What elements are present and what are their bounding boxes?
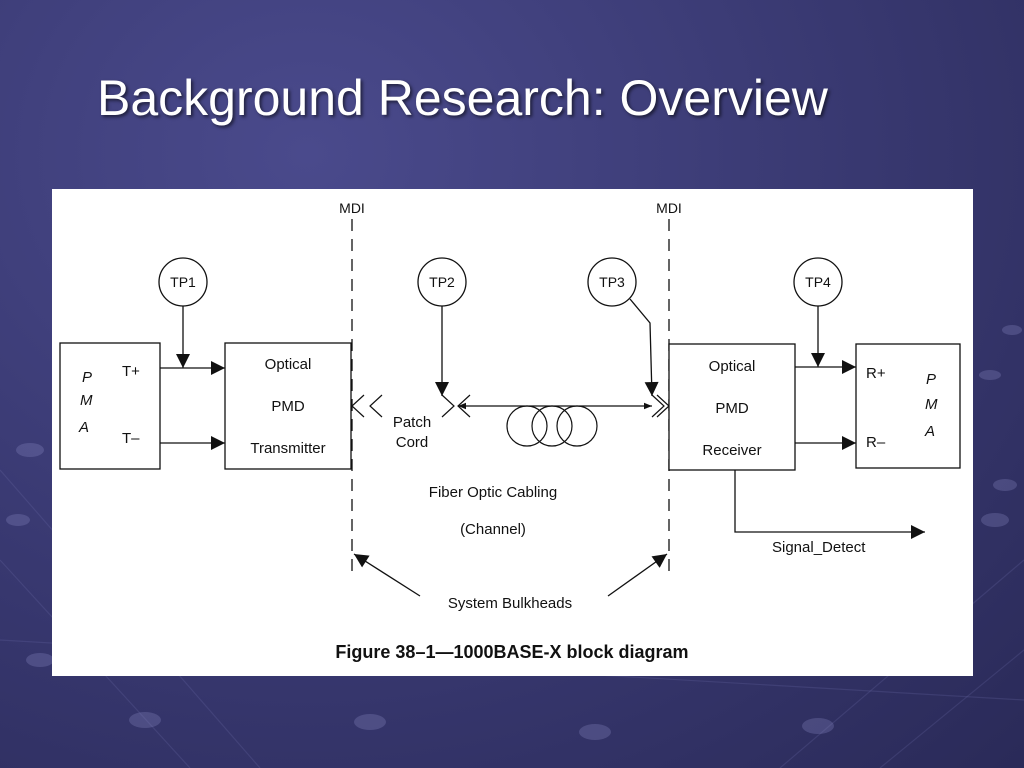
mdi-right-label: MDI [656,200,682,216]
signal-detect-label: Signal_Detect [772,539,866,556]
fiber-coil-2 [531,405,573,447]
transmitter-line-2: PMD [271,398,305,415]
connector-right-chevron-2 [656,394,670,418]
receiver-box [668,343,796,471]
cabling-label: Fiber Optic Cabling [429,484,557,501]
pma-right-a: A [924,423,935,440]
signal-detect-arrow [734,470,925,539]
fiber-coil-3 [556,405,598,447]
pma-left-a: A [78,419,89,436]
r-minus-label: R– [866,434,886,451]
tp1-label: TP1 [170,274,196,290]
bulkheads-label: System Bulkheads [448,595,572,612]
slide-title: Background Research: Overview [97,70,828,126]
pma-left-box [59,342,161,470]
channel-label: (Channel) [460,521,526,538]
transmitter-line-1: Optical [265,356,312,373]
tp3-arrow [629,298,659,397]
connector-left-chevron-1 [351,394,365,418]
pma-left-p: P [82,369,92,386]
tp3-label: TP3 [599,274,625,290]
tp3-circle [587,257,637,307]
tp4-label: TP4 [805,274,831,290]
connector-mid-chevron-1 [441,394,455,418]
transmitter-line-3: Transmitter [250,440,325,457]
pma-right-m: M [925,396,938,413]
pma-left-m: M [80,392,93,409]
patch-cord-line-2: Cord [396,434,429,451]
receiver-line-1: Optical [709,358,756,375]
patch-cord-line-1: Patch [393,414,431,431]
block-diagram: MDI MDI P M A T+ T– TP1 Optical PMD Tran… [59,200,961,662]
pma-right-p: P [926,371,936,388]
receiver-line-3: Receiver [702,442,761,459]
fiber-coil-1 [506,405,548,447]
block-diagram-panel: MDI MDI P M A T+ T– TP1 Optical PMD Tran… [52,189,973,676]
bulkhead-right-arrow [607,553,668,597]
pma-right-box [855,343,961,469]
tp2-label: TP2 [429,274,455,290]
receiver-line-2: PMD [715,400,749,417]
connector-right-chevron-1 [651,394,665,418]
connector-left-chevron-2 [369,394,383,418]
figure-caption: Figure 38–1—1000BASE-X block diagram [335,642,688,662]
r-plus-label: R+ [866,365,886,382]
mdi-left-label: MDI [339,200,365,216]
transmitter-box [224,342,352,470]
t-minus-label: T– [122,430,140,447]
bulkhead-left-arrow [353,553,421,597]
t-plus-label: T+ [122,363,140,380]
